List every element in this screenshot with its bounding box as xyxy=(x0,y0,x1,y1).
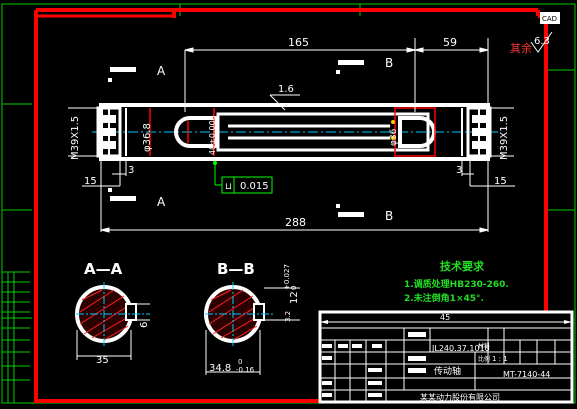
notes-line2: 2.未注倒角1×45°. xyxy=(404,292,484,304)
section-b-top-label: B xyxy=(385,56,393,70)
title-block: 45 JL240.37.1016 比例 1 : 1 材料 传动轴 MT-7140… xyxy=(318,310,574,404)
section-b-height-tol: +0.027 xyxy=(283,264,291,290)
bottom-small-dims xyxy=(82,159,515,233)
roughness-symbol: 其余 6.3 xyxy=(510,31,553,55)
long-slot xyxy=(216,112,430,152)
dim-288: 288 xyxy=(285,216,306,229)
section-b-title: B—B xyxy=(217,260,255,278)
model-number: MT-7140-44 xyxy=(503,370,550,379)
dim-59: 59 xyxy=(443,36,457,49)
section-markers: A A B B xyxy=(108,56,393,223)
dim-165: 165 xyxy=(288,36,309,49)
dim-left-15: 15 xyxy=(84,176,97,187)
tolerance-value: 0.015 xyxy=(240,181,269,192)
section-b-height: 12 xyxy=(289,291,300,304)
section-a-view: A—A 35 6 xyxy=(75,260,150,366)
top-dimensions xyxy=(184,38,489,112)
section-a-depth: 6 xyxy=(139,322,150,328)
dia-36-right-label: φ36 xyxy=(389,128,399,146)
dia-36-8-label: φ36.8 xyxy=(142,123,153,152)
corner-tag-text: CAD xyxy=(542,15,557,23)
thread-right-label: M39X1.5 xyxy=(499,116,510,160)
technical-notes: 技术要求 1.调质处理HB230-260. 2.未注倒角1×45°. xyxy=(404,259,509,304)
company-name: 某某动力股份有限公司 xyxy=(420,392,500,402)
notes-line1: 1.调质处理HB230-260. xyxy=(404,278,509,290)
section-b-dia-tol-low: -0.16 xyxy=(236,366,255,374)
dim-right-3: 3 xyxy=(456,165,462,176)
section-b-small: 3.2 xyxy=(284,311,292,322)
section-a-bottom-label: A xyxy=(157,195,166,209)
material-label: 材料 xyxy=(478,342,490,350)
section-b-bottom-label: B xyxy=(385,209,393,223)
part-name: 传动轴 xyxy=(434,365,461,377)
thread-left-label: M39X1.5 xyxy=(70,116,81,160)
section-a-width: 35 xyxy=(96,355,109,366)
drawing-number: JL240.37.1016 xyxy=(431,344,490,353)
roughness-value: 6.3 xyxy=(534,36,550,47)
scale-value: 1 : 1 xyxy=(492,355,508,363)
section-a-top-label: A xyxy=(157,64,166,78)
dim-right-15: 15 xyxy=(494,176,507,187)
corner-tag: CAD xyxy=(540,12,560,24)
svg-text:⊔: ⊔ xyxy=(225,182,232,192)
right-keyway xyxy=(398,116,436,148)
section-b-dia: 34.8 xyxy=(209,363,231,374)
slot-40-label: 40±0.008 xyxy=(208,115,217,155)
section-b-dia-tol-up: 0 xyxy=(238,358,242,366)
notes-title: 技术要求 xyxy=(440,259,485,273)
section-b-view: B—B 34.8 0 -0.16 12 +0.027 0 3.2 xyxy=(204,260,300,375)
title-block-top-dim: 45 xyxy=(440,313,450,322)
scale-label: 比例 xyxy=(478,355,490,363)
roughness-label: 其余 xyxy=(510,41,532,55)
section-a-title: A—A xyxy=(84,260,123,278)
tolerance-frame: ⊔ 0.015 xyxy=(214,163,273,194)
dim-left-3: 3 xyxy=(128,165,134,176)
dim-1-6: 1.6 xyxy=(278,84,294,95)
left-keyway xyxy=(174,116,217,148)
shaft-main-view xyxy=(92,103,500,165)
section-b-height-tol-low: 0 xyxy=(290,286,298,290)
